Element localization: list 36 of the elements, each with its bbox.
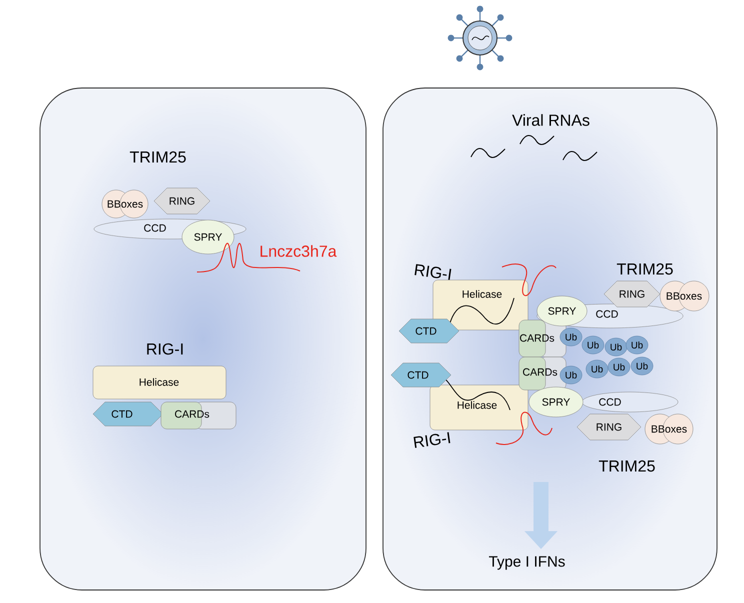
ubiquitin-bead: Ub [560, 328, 582, 346]
double-circle-domain: BBoxes [660, 280, 710, 312]
hexagon-domain: CTD [390, 362, 452, 388]
ubiquitin-bead: Ub [560, 366, 582, 384]
double-cylinder-domain: CARDs [518, 356, 566, 390]
ellipse-domain: CCD [582, 392, 678, 412]
double-circle-domain: BBoxes [644, 414, 694, 444]
ubiquitin-bead: Ub [608, 358, 630, 376]
ellipse-domain: SPRY [528, 386, 584, 418]
protein-label: Viral RNAs [512, 114, 590, 126]
hexagon-domain: CTD [398, 318, 460, 344]
cell-box [40, 88, 366, 590]
protein-label: RIG-I [147, 343, 183, 355]
double-cylinder-domain: CARDs [160, 402, 236, 430]
ellipse-domain: SPRY [536, 296, 588, 326]
ubiquitin-bead: Ub [604, 338, 628, 356]
ubiquitin-bead: Ub [586, 360, 608, 378]
hexagon-domain: RING [604, 280, 660, 308]
ellipse-domain: SPRY [182, 220, 234, 254]
double-circle-domain: BBoxes [102, 190, 148, 218]
ubiquitin-bead: Ub [582, 336, 604, 354]
rectangle-domain: Helicase [430, 384, 528, 430]
hexagon-domain: RING [576, 414, 642, 440]
ubiquitin-bead: Ub [630, 356, 654, 376]
hexagon-domain: RING [154, 188, 210, 214]
hexagon-domain: CTD [92, 402, 164, 426]
protein-label: RIG-I [414, 432, 450, 448]
protein-label: TRIM25 [130, 151, 186, 163]
protein-label: TRIM25 [598, 460, 655, 472]
rna-label: Lnczc3h7a [260, 245, 337, 257]
rectangle-domain: Helicase [92, 366, 226, 400]
ubiquitin-bead: Ub [626, 336, 648, 354]
output-label: Type I IFNs [489, 556, 565, 570]
protein-label: TRIM25 [616, 263, 673, 275]
cell-box [382, 88, 718, 590]
protein-label: RIG-I [414, 264, 452, 280]
